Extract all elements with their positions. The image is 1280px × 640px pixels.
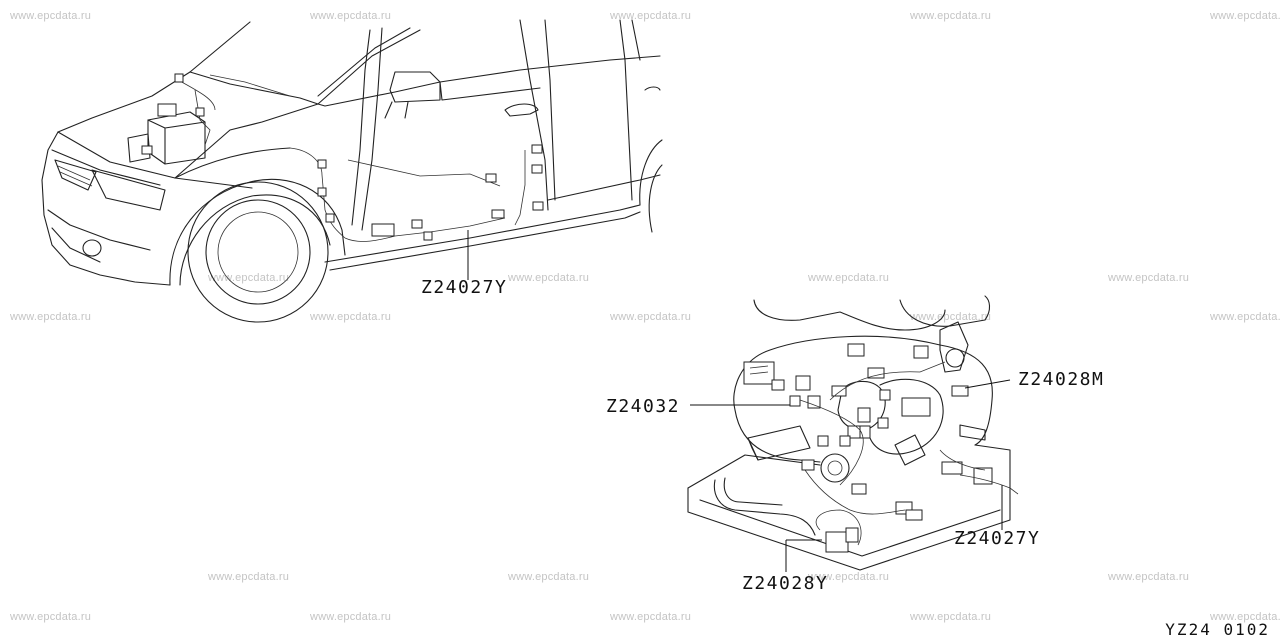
watermark: www.epcdata.ru — [910, 10, 992, 22]
watermark: www.epcdata.ru — [910, 311, 992, 323]
watermark: www.epcdata.ru — [808, 571, 890, 583]
callout-z24028y[interactable]: Z24028Y — [742, 573, 829, 594]
console-harness-illustration — [687, 295, 1019, 572]
watermark: www.epcdata.ru — [1210, 311, 1280, 323]
watermark: www.epcdata.ru — [610, 10, 692, 22]
watermark: www.epcdata.ru — [310, 611, 392, 623]
watermark: www.epcdata.ru — [10, 611, 92, 623]
watermark: www.epcdata.ru — [508, 272, 590, 284]
callout-z24027y-console[interactable]: Z24027Y — [954, 528, 1041, 549]
watermark: www.epcdata.ru — [310, 10, 392, 22]
car-body-illustration — [41, 19, 663, 323]
watermark: www.epcdata.ru — [10, 10, 92, 22]
watermark: www.epcdata.ru — [208, 571, 290, 583]
callout-z24032[interactable]: Z24032 — [606, 396, 681, 417]
watermark: www.epcdata.ru — [10, 311, 92, 323]
watermark: www.epcdata.ru — [910, 611, 992, 623]
watermark: www.epcdata.ru — [1210, 611, 1280, 623]
watermark: www.epcdata.ru — [508, 571, 590, 583]
watermark: www.epcdata.ru — [1108, 571, 1190, 583]
watermark: www.epcdata.ru — [310, 311, 392, 323]
watermark: www.epcdata.ru — [808, 272, 890, 284]
watermark: www.epcdata.ru — [208, 272, 290, 284]
watermark: www.epcdata.ru — [1210, 10, 1280, 22]
watermark: www.epcdata.ru — [1108, 272, 1190, 284]
callout-z24028m[interactable]: Z24028M — [1018, 369, 1105, 390]
diagram-id-label: YZ24 0102 — [1165, 620, 1270, 639]
watermark: www.epcdata.ru — [610, 611, 692, 623]
watermark: www.epcdata.ru — [610, 311, 692, 323]
callout-z24027y-car[interactable]: Z24027Y — [421, 277, 508, 298]
